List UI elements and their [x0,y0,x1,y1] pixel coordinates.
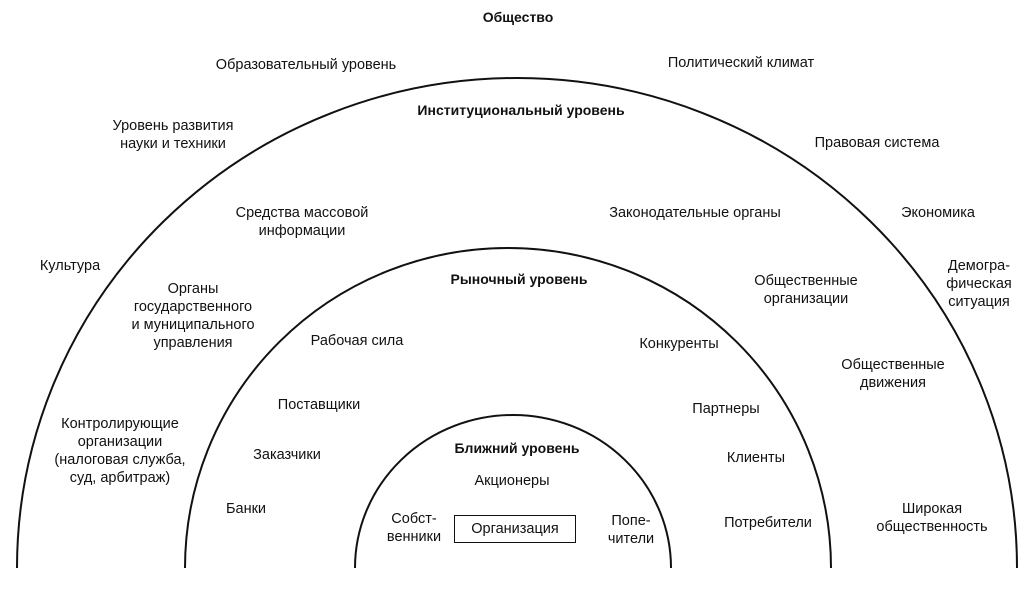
label-trustees: Попе- чители [607,513,655,547]
label-clients: Клиенты [726,450,786,466]
label-public-organizations: Общественные организации [754,273,858,307]
near-header: Ближний уровень [454,440,580,456]
label-political-climate: Политический климат [667,55,815,71]
label-education-level: Образовательный уровень [215,57,397,73]
society-title: Общество [482,9,554,25]
label-banks: Банки [225,501,267,517]
label-culture: Культура [39,258,101,274]
inner-arc [354,414,672,569]
label-mass-media: Средства массовой информации [235,205,369,239]
label-suppliers: Поставщики [277,397,361,413]
label-economy: Экономика [901,205,975,221]
organization-label: Организация [471,521,559,537]
label-general-public: Широкая общественность [876,501,988,535]
market-header: Рыночный уровень [450,271,588,287]
label-control-orgs: Контролирующие организации (налоговая сл… [54,416,186,486]
organization-box: Организация [454,515,576,543]
label-legislative-bodies: Законодательные органы [609,205,781,221]
label-labor-force: Рабочая сила [310,333,404,349]
label-social-movements: Общественные движения [841,357,945,391]
label-partners: Партнеры [692,401,760,417]
label-consumers: Потребители [724,515,812,531]
outer-arc [16,77,1018,569]
label-owners: Собст- венники [386,511,442,545]
institutional-header: Институциональный уровень [417,102,625,118]
label-competitors: Конкуренты [639,336,719,352]
label-science-tech: Уровень развития науки и техники [112,118,234,152]
label-legal-system: Правовая система [814,135,940,151]
middle-arc [184,247,832,569]
label-shareholders: Акционеры [474,473,550,489]
label-demography: Демогра- фическая ситуация [946,258,1012,310]
label-customers: Заказчики [253,447,321,463]
label-government-bodies: Органы государственного и муниципального… [131,281,255,351]
